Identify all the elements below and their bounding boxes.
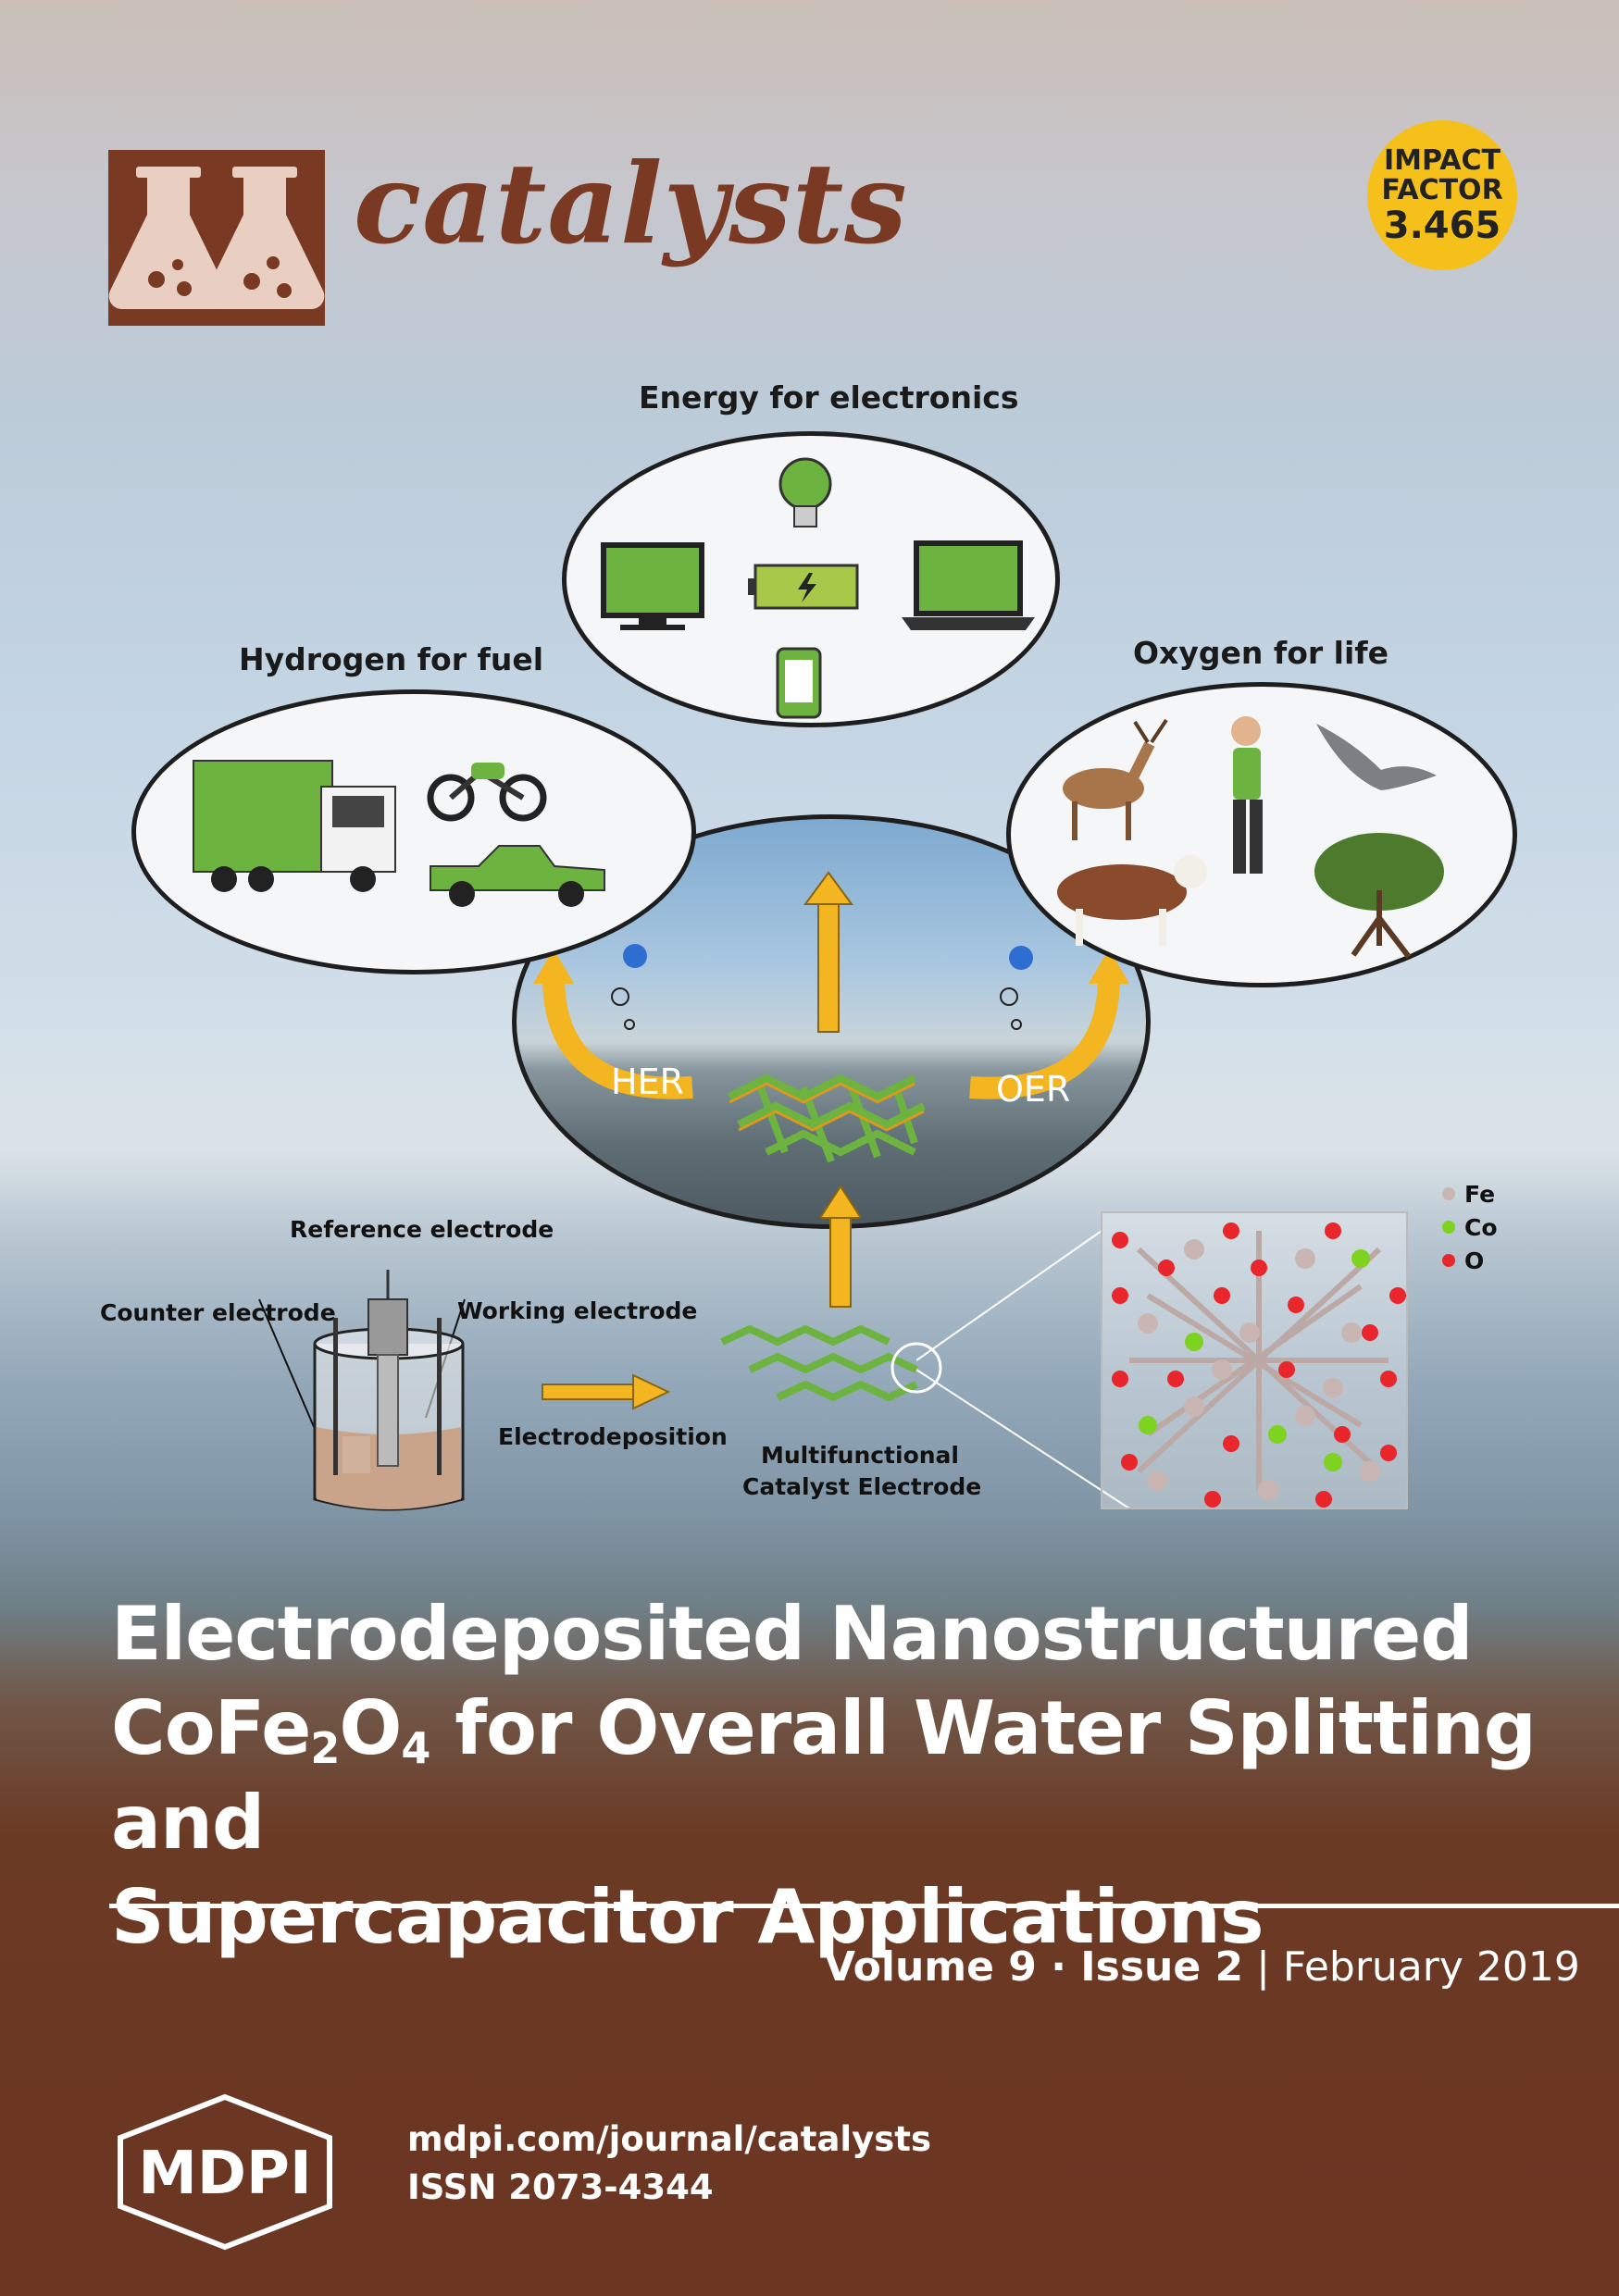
tree-icon [1314, 833, 1444, 959]
legend-label: O [1464, 1247, 1485, 1274]
bird-icon [1316, 724, 1437, 790]
o-swatch-icon [1442, 1254, 1455, 1267]
electrodeposition-label: Electrodeposition [498, 1423, 728, 1450]
electronics-ellipse [562, 431, 1060, 727]
crystal-structure-icon [916, 1211, 1408, 1509]
right-arrow-icon [542, 1373, 670, 1410]
hydrogen-label: Hydrogen for fuel [239, 641, 544, 677]
lightbulb-icon [778, 457, 832, 527]
impact-factor-badge: IMPACT FACTOR 3.465 [1367, 120, 1517, 270]
catalyst-label-line2: Catalyst Electrode [742, 1473, 982, 1500]
article-title: Electrodeposited Nanostructured CoFe2O4 … [111, 1587, 1619, 1965]
journal-url[interactable]: mdpi.com/journal/catalysts [407, 2119, 931, 2159]
impact-label-line2: FACTOR [1381, 174, 1503, 206]
divider [109, 1904, 1619, 1908]
legend-label: Co [1464, 1213, 1498, 1241]
counter-electrode-label: Counter electrode [100, 1299, 336, 1326]
impact-factor-value: 3.465 [1383, 205, 1501, 247]
pickup-icon [430, 845, 605, 907]
oer-label: OER [996, 1069, 1071, 1110]
mdpi-logo: MDPI [109, 2093, 341, 2254]
atom-legend: Fe Co O [1442, 1177, 1498, 1277]
motorcycle-icon [427, 763, 547, 822]
deer-icon [1063, 718, 1168, 840]
mdpi-logo-text: MDPI [138, 2140, 312, 2208]
title-line2: CoFe2O4 for Overall Water Splitting and [111, 1685, 1537, 1866]
laptop-icon [902, 540, 1035, 630]
hydrogen-ellipse [131, 689, 696, 974]
title-line1: Electrodeposited Nanostructured [111, 1591, 1474, 1677]
catalyst-mesh-icon [720, 1324, 942, 1402]
oxygen-label: Oxygen for life [1133, 635, 1389, 671]
truck-icon [193, 760, 396, 892]
legend-item: O [1442, 1244, 1498, 1277]
impact-label-line1: IMPACT [1384, 144, 1501, 177]
co-swatch-icon [1442, 1221, 1455, 1234]
legend-item: Co [1442, 1210, 1498, 1244]
issue-info: Volume 9 · Issue 2 | February 2019 [824, 1943, 1580, 1991]
flask-logo-icon [108, 150, 325, 326]
issn: ISSN 2073-4344 [407, 2167, 714, 2207]
legend-item: Fe [1442, 1177, 1498, 1210]
fe-swatch-icon [1442, 1187, 1455, 1200]
cow-icon [1057, 855, 1207, 946]
reference-electrode-label: Reference electrode [290, 1216, 554, 1243]
woman-icon [1231, 716, 1263, 874]
legend-label: Fe [1464, 1180, 1496, 1208]
catalyst-label-line1: Multifunctional [761, 1442, 959, 1469]
mdpi-hexagon-icon [118, 2093, 332, 2251]
monitor-icon [601, 542, 704, 630]
journal-name: catalysts [354, 139, 908, 269]
her-label: HER [611, 1061, 684, 1102]
oxygen-ellipse [1006, 682, 1517, 987]
phone-icon [776, 647, 822, 719]
electrochemical-cell-icon [258, 1270, 466, 1511]
title-line3: Supercapacitor Applications [111, 1874, 1264, 1960]
working-electrode-label: Working electrode [457, 1297, 698, 1324]
battery-icon [748, 564, 859, 610]
energy-label: Energy for electronics [639, 379, 1019, 416]
up-arrow-icon [820, 1185, 861, 1308]
